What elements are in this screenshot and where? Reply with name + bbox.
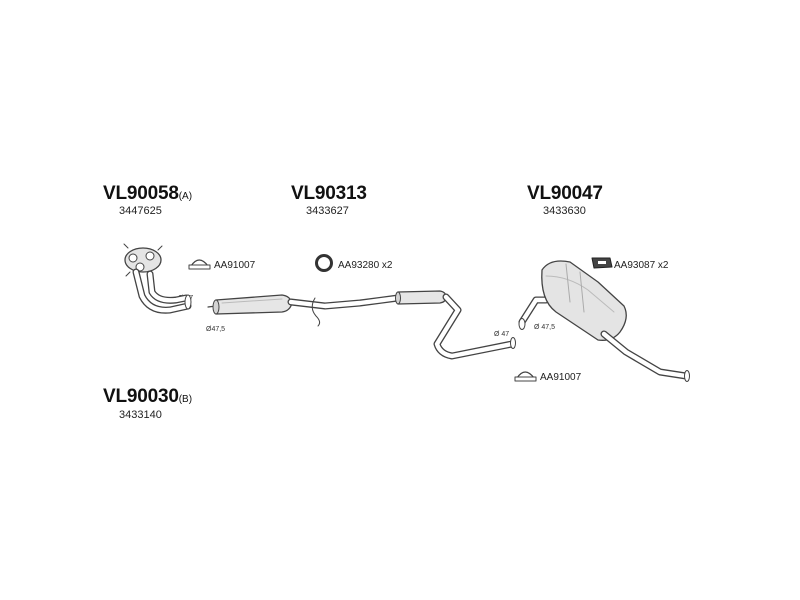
part-ref-3433627: 3433627	[306, 205, 349, 217]
part-ref-3433630: 3433630	[543, 205, 586, 217]
part-code-vl90313: VL90313	[291, 183, 367, 205]
ring-icon	[315, 254, 333, 272]
part-code-text: VL90313	[291, 183, 367, 204]
accessory-label-rubber-mount: AA93087 x2	[614, 260, 669, 271]
diameter-label-2: Ø47,5	[206, 326, 226, 333]
part-ref-3433140: 3433140	[119, 409, 162, 421]
part-ref-3447625: 3447625	[119, 205, 162, 217]
part-code-vl90030: VL90030(B)	[103, 386, 192, 408]
part-code-text: VL90058	[103, 183, 179, 204]
rubber-mount-icon	[591, 257, 613, 269]
accessory-label-ring: AA93280 x2	[338, 260, 393, 271]
part-code-text: VL90030	[103, 386, 179, 407]
part-variant-label: (A)	[178, 191, 193, 202]
accessory-label-clamp-rear: AA91007	[540, 372, 582, 383]
part-code-text: VL90047	[527, 183, 603, 204]
diameter-label-4: Ø 47,5	[534, 324, 556, 331]
part-code-vl90058: VL90058(A)	[103, 183, 192, 205]
diameter-label-3: Ø 47	[494, 331, 510, 338]
rear-silencer-drawing	[518, 260, 690, 382]
clamp-icon	[188, 259, 211, 270]
manifold-pipe-drawing	[123, 243, 192, 314]
clamp-icon	[514, 371, 537, 382]
part-code-vl90047: VL90047	[527, 183, 603, 205]
middle-silencer-drawing	[207, 290, 516, 360]
accessory-label-clamp-front: AA91007	[214, 260, 256, 271]
part-variant-label: (B)	[178, 394, 193, 405]
